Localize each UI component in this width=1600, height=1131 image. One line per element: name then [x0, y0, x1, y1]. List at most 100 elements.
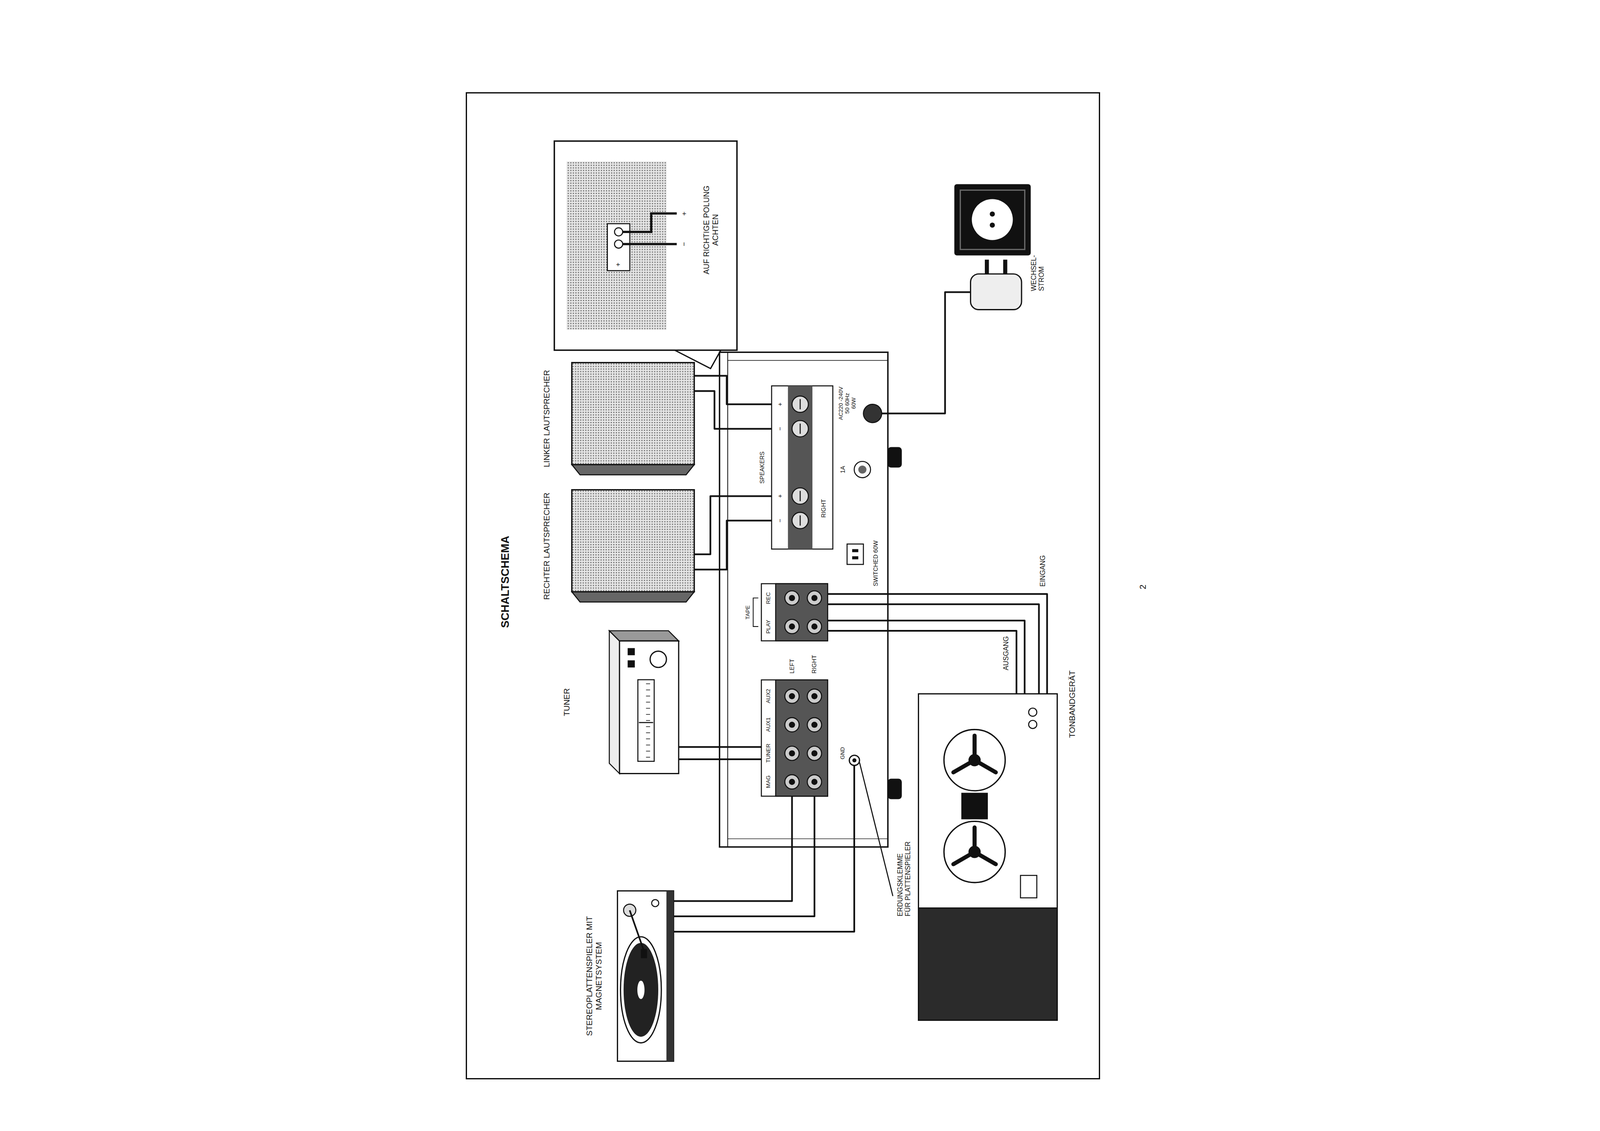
plinth-front	[666, 890, 674, 1062]
channel-label: RIGHT	[820, 499, 827, 518]
amplifier-lip	[727, 352, 728, 847]
rca-jack	[807, 619, 822, 634]
speaker-side	[571, 592, 695, 603]
rca-jack	[784, 774, 799, 789]
fuse-rating: 1A	[839, 465, 847, 473]
tuner-front	[619, 640, 679, 774]
speaker-grille	[571, 490, 695, 593]
tonearm-base	[623, 904, 636, 917]
speaker-terminal-strip-drawing	[771, 385, 833, 549]
rca-jack	[784, 689, 799, 704]
polarity-mark: −	[775, 426, 783, 431]
rca-jack	[784, 745, 799, 760]
dial-tick	[645, 689, 651, 690]
tape-recorder-drawing	[918, 694, 1057, 1021]
rca-jack-hole	[788, 692, 795, 699]
tape-reel	[943, 729, 1005, 791]
tuner-button	[627, 660, 635, 668]
callout-box: +−+AUF RICHTIGE POLUNG ACHTEN	[554, 140, 737, 351]
polarity-mark: +	[614, 262, 622, 267]
speaker-cable	[622, 242, 677, 246]
tuner-button	[627, 648, 635, 656]
rca-jack	[807, 689, 822, 704]
cable	[694, 520, 772, 570]
recorder-knob	[1028, 720, 1037, 729]
component-label: RECHTER LAUTSPRECHER	[541, 492, 552, 600]
cable	[673, 795, 792, 902]
mains-plug: WECHSEL- STROM	[970, 273, 1022, 310]
tuning-dial	[637, 679, 655, 762]
component-label: WECHSEL- STROM	[1029, 254, 1046, 291]
jack-label: REC	[764, 592, 772, 604]
component-label: LINKER LAUTSPRECHER	[541, 369, 552, 468]
outlet-slot	[852, 548, 859, 552]
turntable-plinth	[617, 890, 674, 1062]
rca-jack-hole	[811, 721, 818, 728]
speaker-grille	[571, 362, 695, 465]
dial-tick	[645, 744, 651, 745]
tuner-side	[609, 630, 679, 641]
terminal-screw	[614, 239, 623, 249]
reel-hub	[968, 754, 981, 767]
jack-plate	[775, 583, 828, 641]
rca-jack-hole	[788, 595, 795, 602]
cable	[694, 496, 772, 555]
tape-reel	[943, 821, 1005, 883]
cable	[694, 375, 772, 405]
rca-jack-hole	[788, 778, 795, 785]
tonearm	[629, 910, 644, 952]
rca-jack	[807, 745, 822, 760]
terminal-screw	[791, 487, 809, 505]
tape-bracket	[753, 598, 759, 627]
recorder-front	[918, 694, 1057, 909]
loudspeaker-drawing	[571, 490, 695, 603]
component-label: STEREOPLATTENSPIELER MIT MAGNETSYSTEM	[584, 916, 604, 1036]
speaker-terminal-strip: SPEAKERSRIGHT−+−+	[771, 385, 833, 549]
jack-label: MAG	[764, 775, 772, 789]
plug-body	[970, 273, 1022, 310]
panel-label: SWITCHED 60W	[872, 540, 879, 587]
power-rating: AC220 -240V 50 60Hz 60W	[837, 386, 857, 420]
polarity-mark: −	[679, 242, 689, 247]
dial-pointer	[638, 721, 653, 723]
input-jack-panel-drawing	[761, 679, 828, 796]
outlet-slot	[852, 556, 859, 560]
channel-label: RIGHT	[810, 654, 818, 674]
component-label: TONBANDGERÄT	[1067, 670, 1077, 738]
amplifier-foot	[887, 446, 902, 468]
plug-prong	[1003, 259, 1008, 274]
loudspeaker: LINKER LAUTSPRECHER	[571, 362, 695, 475]
rca-jack	[807, 717, 822, 732]
cable	[827, 620, 1025, 695]
screw-slot	[799, 490, 801, 502]
jack-group-label: TAPE	[744, 605, 751, 620]
cable	[694, 391, 772, 429]
record-label	[637, 980, 645, 999]
head-cover	[961, 792, 988, 820]
headshell	[640, 948, 647, 959]
dial-tick	[645, 750, 651, 752]
dial-tick	[645, 695, 651, 697]
terminal-screw	[791, 512, 809, 529]
tuner: TUNER	[607, 630, 679, 774]
plug-prong	[984, 259, 990, 274]
terminal-screw	[791, 396, 809, 413]
terminal-band	[787, 385, 812, 549]
dial-tick	[645, 683, 651, 684]
rca-jack-hole	[788, 750, 795, 757]
jack-panel	[761, 679, 828, 796]
rca-jack	[807, 774, 822, 789]
cable	[673, 795, 815, 917]
annotation: ERDUNGSKLEMME FÜR PLATTENSPIELER	[896, 841, 912, 917]
terminal-screw	[791, 420, 809, 437]
fuse-cap	[858, 465, 867, 474]
dial-tick	[645, 707, 651, 709]
switched-outlet	[846, 543, 864, 565]
polarity-mark: −	[775, 518, 783, 523]
wall-outlet-bevel	[960, 189, 1025, 250]
terminal-strip	[771, 385, 833, 549]
rca-jack-hole	[811, 623, 818, 630]
dial-tick	[645, 720, 651, 721]
dial-tick	[645, 714, 651, 715]
wall-outlet-hole	[989, 211, 995, 217]
